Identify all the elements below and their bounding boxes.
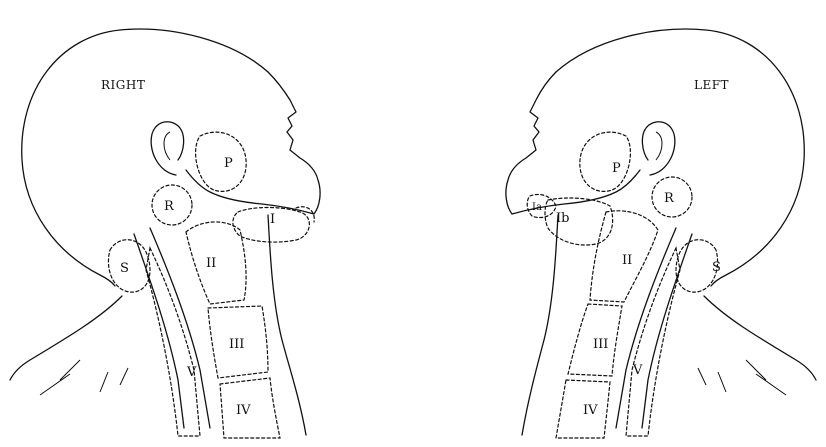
left-face-profile <box>506 72 556 214</box>
left-label-III: III <box>593 337 608 352</box>
left-trapezius-border <box>642 234 692 428</box>
left-neck-front <box>522 215 558 435</box>
left-neck-back <box>704 296 816 380</box>
left-label-Ib: Ib <box>556 211 569 226</box>
right-label-R: R <box>164 199 175 214</box>
left-label-R: R <box>664 191 675 206</box>
right-label-II: II <box>206 256 216 271</box>
left-label-S: S <box>712 260 721 275</box>
left-label-P: P <box>612 161 621 176</box>
left-region-parotid <box>580 132 631 191</box>
right-ear-inner <box>164 132 170 160</box>
right-label-III: III <box>229 337 244 352</box>
right-region-suboccipital <box>108 240 150 292</box>
right-neck-back <box>10 296 122 380</box>
right-shoulder-lines <box>40 360 128 395</box>
left-shoulder-lines <box>698 360 786 395</box>
right-face-profile <box>268 72 320 214</box>
right-side-label: RIGHT <box>101 78 145 92</box>
right-label-S: S <box>120 261 129 276</box>
right-trapezius-border <box>134 234 184 428</box>
left-label-IV: IV <box>583 403 598 418</box>
right-head-panel: RIGHT P R S I II III V IV <box>10 29 320 438</box>
left-side-label: LEFT <box>694 78 729 92</box>
left-ear <box>642 122 674 175</box>
left-skull-outline <box>556 29 804 286</box>
left-label-Ia: Ia <box>532 202 542 213</box>
right-label-IV: IV <box>236 403 251 418</box>
right-jaw-line <box>186 170 314 214</box>
right-label-P: P <box>224 156 233 171</box>
left-head-panel: LEFT P R S Ia Ib II III V IV <box>506 29 816 438</box>
right-label-V: V <box>186 365 197 380</box>
right-ear <box>151 122 183 175</box>
right-region-parotid <box>196 132 247 191</box>
left-ear-inner <box>656 132 662 160</box>
right-label-I: I <box>270 212 275 227</box>
left-label-II: II <box>622 253 632 268</box>
left-label-V: V <box>632 363 643 378</box>
